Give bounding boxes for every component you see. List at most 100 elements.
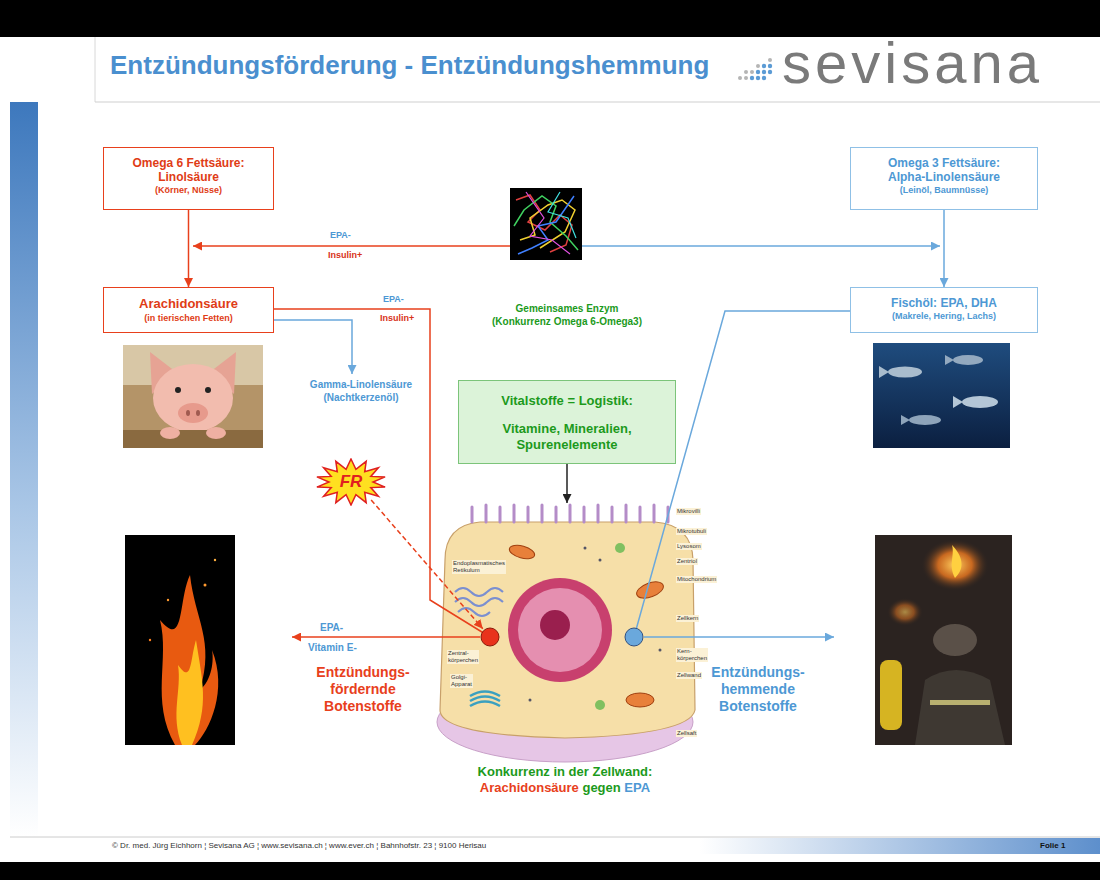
logo-dots — [750, 76, 754, 80]
text-line: Spurenelemente — [467, 437, 667, 453]
fish-photo — [953, 396, 963, 408]
organelle-label: Zentriol — [676, 558, 698, 565]
organelle-label: Kern- körperchen — [676, 648, 708, 662]
node-text: (Konkurrenz Omega 6-Omega3) — [472, 315, 662, 328]
text-line: Retikulum — [453, 567, 505, 574]
node-heading: Gemeinsames Enzym — [472, 302, 662, 315]
node-heading: Fischöl: EPA, DHA — [857, 296, 1031, 310]
connector — [943, 210, 945, 287]
logo-dots — [762, 70, 766, 74]
logo-dots — [756, 64, 760, 68]
logo-dots — [744, 70, 748, 74]
frame — [0, 862, 1100, 880]
node-text: (Makrele, Hering, Lachs) — [857, 310, 1031, 322]
enzyme-node: Gemeinsames Enzym(Konkurrenz Omega 6-Ome… — [470, 188, 664, 330]
organelle-label: Lysosom — [676, 543, 702, 550]
pig-photo — [186, 410, 190, 416]
fish-photo — [901, 415, 941, 425]
free-radical-star: FR — [315, 458, 387, 506]
fish-oil-box: Fischöl: EPA, DHA(Makrele, Hering, Lachs… — [850, 287, 1038, 333]
fire-photo — [149, 639, 151, 641]
firefighter-photo — [915, 670, 1005, 745]
cell-illustration — [508, 543, 536, 561]
firefighter-photo — [930, 700, 990, 705]
pig-photo — [178, 403, 208, 423]
cell-illustration — [584, 547, 587, 550]
node-text: (Körner, Nüsse) — [110, 184, 267, 196]
logo-dots — [738, 58, 772, 80]
node-text: (Nachtkerzenöl) — [300, 391, 422, 404]
node-heading: Arachidonsäure — [110, 296, 267, 312]
text-line: Zentral- — [448, 650, 478, 657]
cell-illustration — [599, 559, 602, 562]
text-line: körperchen — [448, 657, 478, 664]
fire-photo — [214, 559, 216, 561]
text-line: hemmende — [695, 681, 821, 698]
text-word: gegen — [582, 780, 624, 795]
text-line: Entzündungs- — [300, 664, 426, 681]
fire-photo — [125, 535, 235, 745]
fish-photo — [953, 396, 998, 408]
node-text: (Leinöl, Baumnüsse) — [857, 184, 1031, 196]
node-heading: Konkurrenz in der Zellwand: — [432, 764, 698, 780]
logo-dots — [762, 76, 766, 80]
fatty-acid-box: Omega 6 Fettsäure: Linolsäure(Körner, Nü… — [103, 147, 274, 210]
node-heading: Omega 6 Fettsäure: Linolsäure — [110, 156, 267, 184]
organelle-label: Zellkern — [676, 615, 699, 622]
effect-label: Insulin+ — [328, 250, 362, 261]
fire-photo — [204, 584, 207, 587]
cell-illustration — [615, 543, 625, 553]
fish-photo — [945, 355, 983, 365]
enzyme-picture — [548, 192, 576, 238]
fire-photo — [167, 599, 169, 601]
frame — [10, 837, 1100, 838]
receptor-dot — [625, 628, 643, 646]
firefighter-photo — [875, 535, 1012, 745]
node-heading: Omega 3 Fettsäure: Alpha-Linolensäure — [857, 156, 1031, 184]
pig-photo — [205, 387, 211, 393]
firefighter-photo — [880, 660, 902, 730]
logo-dots — [756, 70, 760, 74]
text-word: EPA — [624, 780, 650, 795]
fish-photo — [962, 396, 998, 408]
outcome-label: Entzündungs- fördernde Botenstoffe — [300, 664, 426, 715]
text-line: Botenstoffe — [695, 698, 821, 715]
text-line: Vitamine, Mineralien, — [467, 421, 667, 437]
organelle-label: Zellsaft — [676, 730, 697, 737]
text-line: Entzündungs- — [695, 664, 821, 681]
logo-dots — [768, 70, 772, 74]
enzyme-picture — [510, 188, 582, 260]
frame — [95, 102, 1100, 103]
logo-dots — [744, 76, 748, 80]
cell-illustration — [508, 578, 612, 682]
text-line: Omega 6 Fettsäure: — [110, 156, 267, 170]
node-heading: Gamma-Linolensäure — [300, 378, 422, 391]
enzyme-picture — [516, 195, 572, 252]
fire-photo — [177, 640, 204, 745]
fish-photo — [909, 415, 941, 425]
node-heading: Vitalstoffe = Logistik: — [467, 393, 667, 409]
connector — [634, 311, 850, 637]
connector — [274, 309, 490, 637]
text-word: Arachidonsäure — [480, 780, 583, 795]
cell-illustration — [455, 588, 503, 596]
fire-photo — [160, 575, 218, 745]
enzyme-picture — [526, 192, 570, 254]
effect-label: EPA- — [330, 230, 351, 241]
organelle-label: Mitochondrium — [676, 576, 717, 583]
logo-dots — [768, 64, 772, 68]
frame — [95, 37, 96, 102]
enzyme-picture — [518, 196, 574, 254]
frame — [10, 102, 38, 837]
cell-illustration — [518, 588, 602, 672]
organelle-label: Golgi- Apparat — [450, 674, 473, 688]
fish-photo — [901, 415, 910, 425]
fish-photo — [879, 366, 922, 378]
firefighter-photo — [933, 624, 977, 656]
firefighter-photo — [921, 539, 989, 591]
fire-photo — [125, 535, 235, 745]
text-line: Alpha-Linolensäure — [857, 170, 1031, 184]
messenger-arrows — [292, 636, 480, 638]
pig-photo — [196, 410, 200, 416]
cell-illustration — [540, 610, 570, 640]
